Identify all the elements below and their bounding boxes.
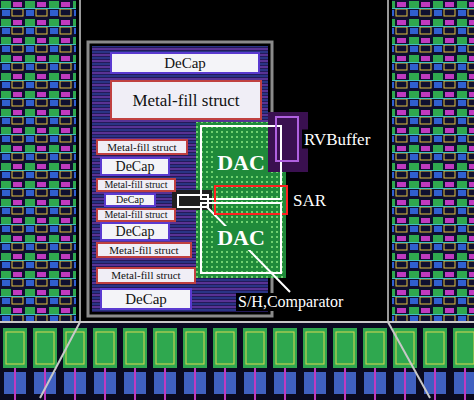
block-label: DAC: [214, 226, 268, 250]
block-label: DAC: [214, 151, 268, 175]
decap-block: DeCap: [110, 52, 260, 74]
metal-fill-block: Metal-fill struct: [96, 139, 188, 155]
sh-comparator-block: [178, 195, 208, 207]
block-label: DeCap: [116, 225, 155, 239]
block-label: Metal-fill struct: [111, 270, 180, 281]
block-label: DeCap: [116, 160, 155, 174]
buffer-block: RVBuffer: [275, 116, 299, 162]
metal-fill-block: Metal-fill struct: [96, 208, 176, 222]
block-label: SAR: [291, 191, 328, 210]
block-label: DeCap: [164, 56, 206, 71]
callout-label: S/H,Comparator: [236, 293, 345, 311]
block-label: RVBuffer: [302, 130, 372, 149]
block-label: Metal-fill struct: [104, 210, 167, 220]
block-label: Metal-fill struct: [107, 142, 176, 153]
dac-block: DAC: [200, 125, 282, 200]
metal-fill-block: Metal-fill struct: [96, 242, 192, 258]
decap-block: DeCap: [100, 288, 192, 310]
decap-block: DeCap: [104, 193, 156, 207]
block-label: Metal-fill struct: [132, 92, 239, 109]
dac-block: DAC: [200, 202, 282, 274]
block-label: Metal-fill struct: [109, 245, 178, 256]
metal-fill-block: Metal-fill struct: [96, 178, 176, 192]
decap-block: DeCap: [100, 157, 170, 176]
leader-line: [206, 206, 290, 292]
block-label: DeCap: [116, 195, 144, 205]
block-label: DeCap: [125, 292, 167, 307]
sar-block: SAR: [214, 185, 288, 215]
metal-fill-block: Metal-fill struct: [110, 80, 262, 120]
decap-block: DeCap: [100, 222, 170, 241]
metal-fill-block: Metal-fill struct: [96, 267, 196, 284]
block-label: Metal-fill struct: [104, 180, 167, 190]
